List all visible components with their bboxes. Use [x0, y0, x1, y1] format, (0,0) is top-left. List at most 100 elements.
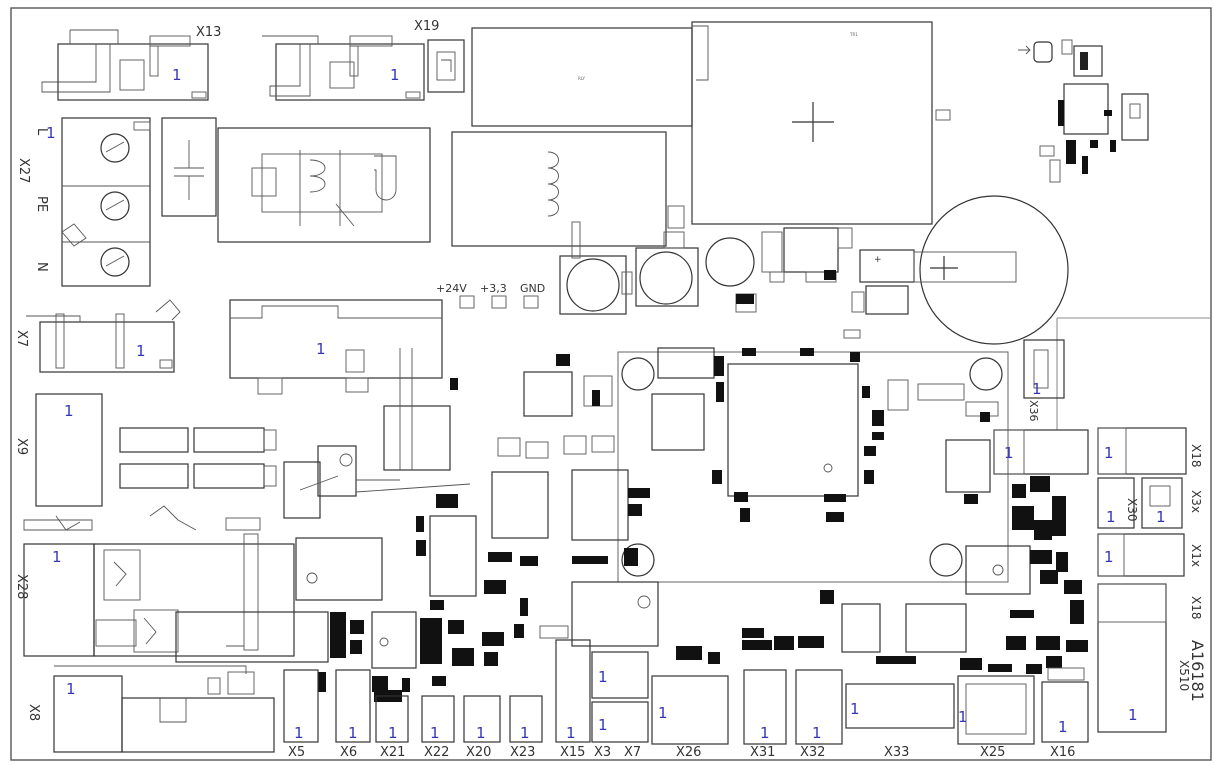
connector-x9 [35, 393, 103, 507]
connector-label-x31: X31 [750, 745, 775, 760]
coin-battery [913, 195, 1069, 345]
connector-x30 [1097, 477, 1183, 529]
electrolytic-capacitors [559, 205, 757, 315]
connector-label-x6: X6 [340, 745, 357, 760]
connector-label-x22: X22 [424, 745, 449, 760]
connector-label-x25: X25 [980, 745, 1005, 760]
relay-component: RLY [471, 27, 693, 127]
mcu-area [523, 347, 1009, 583]
connector-label-x27: X27 [16, 158, 31, 183]
svg-text:TR1: TR1 [849, 32, 858, 37]
svg-text:+: + [874, 255, 882, 265]
test-point-24v: +24V [436, 282, 467, 295]
connector-label-x7: X7 [14, 330, 29, 347]
pin1-marker: 1 [1058, 718, 1068, 736]
connector-x36 [1023, 339, 1065, 399]
connector-x8 [53, 665, 275, 753]
connector-x510 [1097, 583, 1167, 733]
connector-label-x13: X13 [196, 25, 221, 40]
pin1-marker: 1 [1104, 444, 1114, 462]
pin1-marker: 1 [520, 724, 530, 742]
bottom-left-block [175, 611, 417, 669]
board-part-number: A16181 [1188, 640, 1207, 702]
connector-x18 [1097, 427, 1187, 475]
connector-label-x7b: X7 [624, 745, 641, 760]
pin1-marker: 1 [1128, 706, 1138, 724]
connector-label-x26: X26 [676, 745, 701, 760]
pin1-marker: 1 [294, 724, 304, 742]
test-point-gnd: GND [520, 282, 545, 295]
connector-top-2 [262, 35, 425, 101]
connector-label-x3: X3 [594, 745, 611, 760]
connector-label-x3x: X3x [1189, 490, 1203, 513]
middle-left-parts [283, 348, 471, 519]
connector-center-left [229, 299, 443, 395]
pin1-marker: 1 [348, 724, 358, 742]
inductor-small [295, 537, 383, 601]
pin1-marker: 1 [760, 724, 770, 742]
pin1-marker: 1 [46, 124, 56, 142]
connector-x19 [427, 39, 465, 93]
connector-label-x8: X8 [26, 704, 41, 721]
pin1-marker: 1 [1032, 380, 1042, 398]
bottom-connectors [283, 639, 1089, 745]
pin1-marker: 1 [598, 668, 608, 686]
connector-x13 [41, 29, 209, 101]
connector-label-x1x: X1x [1189, 544, 1203, 567]
test-points [459, 295, 539, 309]
pin1-marker: 1 [390, 66, 400, 84]
connector-label-x19: X19 [414, 19, 439, 34]
pin1-marker: 1 [316, 340, 326, 358]
pin1-marker: 1 [1156, 508, 1166, 526]
regulator-area: + [761, 227, 915, 339]
connector-label-x36: X36 [1027, 400, 1040, 422]
pin1-marker: 1 [136, 342, 146, 360]
pin1-marker: 1 [430, 724, 440, 742]
relay-component-2 [217, 127, 431, 243]
pin1-marker: 1 [172, 66, 182, 84]
connector-label-x33: X33 [884, 745, 909, 760]
pin1-marker: 1 [1106, 508, 1116, 526]
pin1-marker: 1 [388, 724, 398, 742]
connector-x7 [26, 299, 181, 373]
smd-cluster-center [429, 435, 1031, 653]
connector-label-x21: X21 [380, 745, 405, 760]
pin1-marker: 1 [64, 402, 74, 420]
varistor-row [23, 505, 261, 531]
connector-label-x32: X32 [800, 745, 825, 760]
smd-components [318, 270, 1088, 702]
pin1-marker: 1 [658, 704, 668, 722]
connector-label-x30: X30 [1125, 498, 1139, 522]
pin1-marker: 1 [566, 724, 576, 742]
terminal-label-n: N [34, 262, 49, 272]
connector-right-3 [1097, 533, 1185, 577]
pin1-marker: 1 [958, 708, 968, 726]
svg-text:RLY: RLY [578, 76, 585, 81]
inductor-component [451, 131, 667, 247]
terminal-label-pe: PE [34, 196, 49, 212]
pin1-marker: 1 [850, 700, 860, 718]
connector-label-x18: X18 [1189, 444, 1203, 468]
connector-label-x28: X28 [14, 574, 29, 599]
pin1-marker: 1 [476, 724, 486, 742]
connector-label-x1a: X18 [1189, 596, 1203, 620]
terminal-block-x27 [61, 117, 151, 287]
connector-label-x9: X9 [14, 438, 29, 455]
pin1-marker: 1 [66, 680, 76, 698]
pin1-marker: 1 [812, 724, 822, 742]
connector-label-x23: X23 [510, 745, 535, 760]
connector-label-x5: X5 [288, 745, 305, 760]
connector-label-x16: X16 [1050, 745, 1075, 760]
terminal-label-l: L [34, 128, 49, 136]
connector-label-x510: X510 [1177, 660, 1191, 691]
test-point-3v3: +3,3 [480, 282, 507, 295]
pin1-marker: 1 [1004, 444, 1014, 462]
connector-x28 [23, 533, 295, 657]
resistor-array [119, 427, 277, 489]
capacitor-component [161, 117, 217, 217]
connector-label-x15: X15 [560, 745, 585, 760]
pin1-marker: 1 [598, 716, 608, 734]
pin1-marker: 1 [1104, 548, 1114, 566]
top-right-small-parts [1018, 39, 1149, 183]
